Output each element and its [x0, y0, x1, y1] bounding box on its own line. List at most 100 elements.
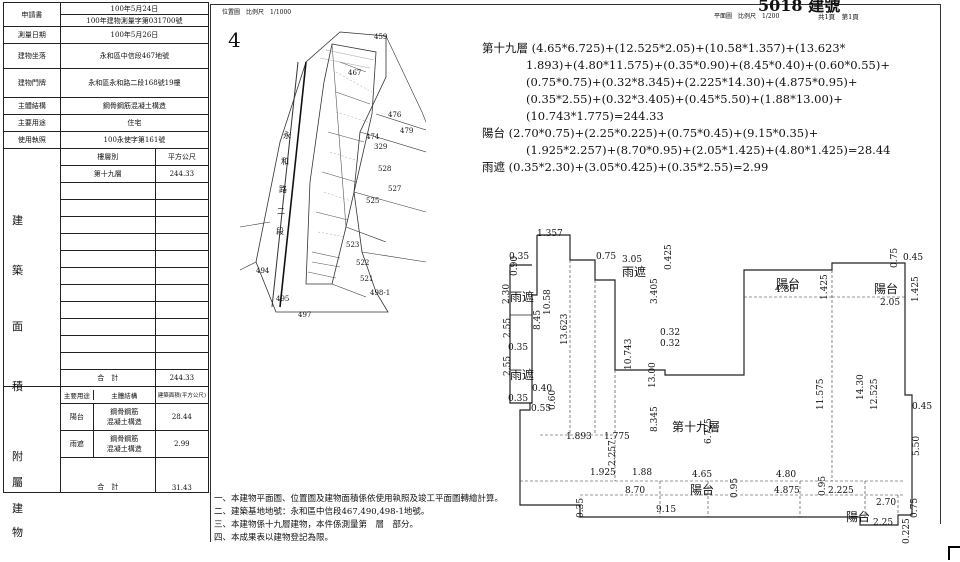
dimension-label: 0.32 — [660, 339, 681, 349]
building-number-header: 5018 建號 — [758, 0, 841, 15]
lot-number: 521 — [360, 275, 374, 283]
side-label-char: 築 — [12, 264, 23, 277]
form-value: 永和區永和路二段168號19樓 — [59, 68, 210, 98]
area-header-floor: 樓層別 — [59, 148, 156, 166]
attached-structure: 混凝土構造 — [106, 445, 142, 453]
dimension-label: 4.80 — [775, 285, 796, 295]
dimension-label: 0.35 — [508, 394, 529, 404]
calc-line: 第十九層 (4.65*6.725)+(12.525*2.05)+(10.58*1… — [482, 41, 846, 55]
north-arrow-icon: 4 — [228, 28, 241, 52]
lot-number: 459 — [374, 33, 388, 41]
dimension-label: 0.225 — [902, 518, 912, 544]
attached-total-value: 31.43 — [154, 457, 210, 493]
attached-side — [3, 386, 61, 493]
calc-line: 雨遮 (0.35*2.30)+(3.05*0.425)+(0.35*2.55)=… — [482, 160, 769, 174]
calc-line: 1.893)+(4.80*11.575)+(0.35*0.90)+(8.45*0… — [526, 58, 890, 72]
form-value: 100年建物測量字第031700號 — [59, 14, 210, 27]
dimension-label: 0.60 — [548, 389, 558, 410]
form-label: 建物門牌 — [3, 68, 61, 98]
dimension-label: 4.875 — [774, 486, 800, 496]
road-label: 二 — [277, 207, 285, 216]
form-label: 主要用途 — [3, 114, 61, 132]
form-label: 建物坐落 — [3, 43, 61, 69]
dimension-label: 0.35 — [509, 252, 530, 262]
dimension-label: 2.05 — [880, 298, 901, 308]
lot-number: 494 — [256, 267, 270, 275]
attached-header-structure: 主體結構 — [111, 392, 138, 400]
plan-scale-header: 平面圖 比例尺 1/200 — [714, 13, 780, 20]
form-value: 永和區中信段467地號 — [59, 43, 210, 69]
attached-total-label: 合 計 — [59, 457, 156, 493]
frame-line — [940, 4, 941, 524]
road-label: 路 — [279, 185, 287, 194]
dimension-label: 0.45 — [912, 402, 933, 412]
dimension-label: 1.925 — [590, 468, 616, 478]
dimension-label: 1.425 — [820, 274, 830, 300]
frame-line — [210, 4, 211, 542]
location-map-header: 位置圖 比例尺 1/1000 — [222, 9, 292, 16]
canopy-label: 雨遮 — [510, 368, 535, 382]
side-label-char: 面 — [12, 320, 23, 333]
dimension-label: 0.35 — [576, 497, 586, 518]
attached-use: 陽台 — [61, 404, 94, 430]
note-line: 二、建築基地地號：永和區中信段467,490,498-1地號。 — [214, 507, 430, 517]
lot-number: 522 — [356, 259, 370, 267]
dimension-label: 1.775 — [604, 432, 630, 442]
dimension-label: 13.623 — [560, 313, 570, 346]
form-value: 鋼骨鋼筋混凝土構造 — [59, 97, 210, 115]
dimension-label: 0.75 — [596, 252, 617, 262]
side-label-char: 建 — [12, 502, 23, 515]
calc-line: (0.35*2.55)+(0.32*3.405)+(0.45*5.50)+(1.… — [526, 92, 843, 106]
main-area-side — [3, 148, 61, 387]
dimension-label: 2.225 — [828, 486, 854, 496]
side-label-char: 物 — [12, 526, 23, 539]
note-line: 三、本建物係十九層建物，本件係測量第 層 部分。 — [214, 520, 419, 530]
dimension-label: 0.75 — [890, 247, 900, 268]
lot-number: 467 — [348, 69, 362, 77]
attached-area: 2.99 — [154, 430, 210, 458]
calc-line: (1.925*2.257)+(8.70*0.95)+(2.05*1.425)+(… — [526, 143, 891, 157]
dimension-label: 0.425 — [664, 244, 674, 270]
dimension-label: 8.345 — [650, 406, 660, 432]
dimension-label: 2.257 — [608, 440, 618, 466]
balcony-label: 陽台 — [690, 483, 715, 497]
lot-number: 479 — [400, 127, 414, 135]
balcony-label: 陽台 — [776, 277, 801, 291]
side-label-char: 屬 — [12, 476, 23, 489]
dimension-label: 4.80 — [776, 470, 797, 480]
canopy-label: 雨遮 — [622, 265, 647, 279]
dimension-label: 13.00 — [648, 362, 658, 388]
road-label: 永 — [283, 131, 291, 140]
lot-number: 523 — [346, 241, 360, 249]
form-value: 100年5月24日 — [59, 2, 210, 15]
attached-structure: 鋼骨鋼筋 — [110, 435, 139, 443]
calc-line: (0.75*0.75)+(0.32*8.345)+(2.225*14.30)+(… — [526, 75, 858, 89]
calc-line: 陽台 (2.70*0.75)+(2.25*0.225)+(0.75*0.45)+… — [482, 126, 819, 140]
attached-structure: 混凝土構造 — [106, 418, 142, 426]
dimension-label: 1.88 — [632, 468, 653, 478]
side-label-char: 積 — [12, 380, 23, 393]
lot-number: 474 — [366, 133, 380, 141]
attached-use: 雨遮 — [61, 431, 94, 457]
area-header-sqm: 平方公尺 — [154, 148, 210, 166]
form-label: 申請書 — [3, 2, 61, 27]
dimension-label: 2.55 — [503, 317, 513, 338]
lot-number: 525 — [366, 197, 380, 205]
dimension-label: 3.05 — [622, 255, 643, 265]
floor-plan-drawing — [509, 234, 913, 526]
road-label: 和 — [281, 157, 289, 166]
area-floor: 第十九層 — [59, 165, 156, 183]
dimension-label: 0.55 — [531, 404, 552, 414]
dimension-label: 0.90 — [510, 255, 520, 276]
lot-number: 329 — [374, 143, 388, 151]
area-sqm: 244.33 — [154, 165, 210, 183]
dimension-label: 5.50 — [912, 435, 922, 456]
dimension-label: 3.405 — [650, 278, 660, 304]
dimension-label: 1.425 — [911, 276, 921, 302]
location-map-drawing — [239, 31, 426, 313]
balcony-label: 陽台 — [846, 510, 871, 524]
road-label: 段 — [276, 227, 284, 236]
form-value: 100年5月26日 — [59, 26, 210, 44]
dimension-label: 0.35 — [508, 343, 529, 353]
